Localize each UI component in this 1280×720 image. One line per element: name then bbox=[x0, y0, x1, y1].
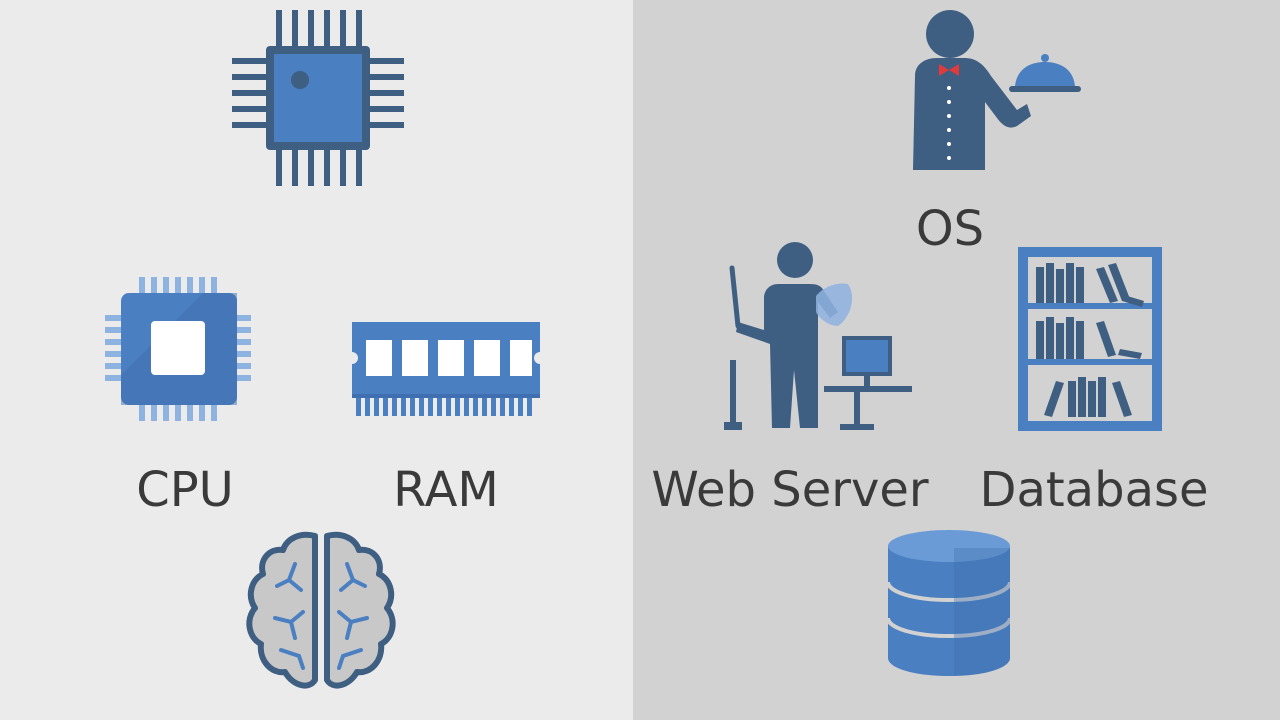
web-server-label: Web Server bbox=[651, 462, 929, 518]
microchip-icon bbox=[232, 10, 404, 186]
cpu-label: CPU bbox=[136, 462, 234, 518]
teacher-icon bbox=[724, 242, 912, 430]
bookshelf-icon bbox=[1018, 247, 1162, 431]
database-cylinder-icon bbox=[886, 530, 1012, 676]
database-label: Database bbox=[979, 462, 1209, 518]
waiter-icon bbox=[913, 10, 1081, 170]
ram-label: RAM bbox=[393, 462, 499, 518]
ram-icon bbox=[350, 322, 542, 416]
brain-icon bbox=[246, 531, 396, 689]
cpu-icon bbox=[105, 277, 251, 421]
os-label: OS bbox=[915, 201, 985, 257]
